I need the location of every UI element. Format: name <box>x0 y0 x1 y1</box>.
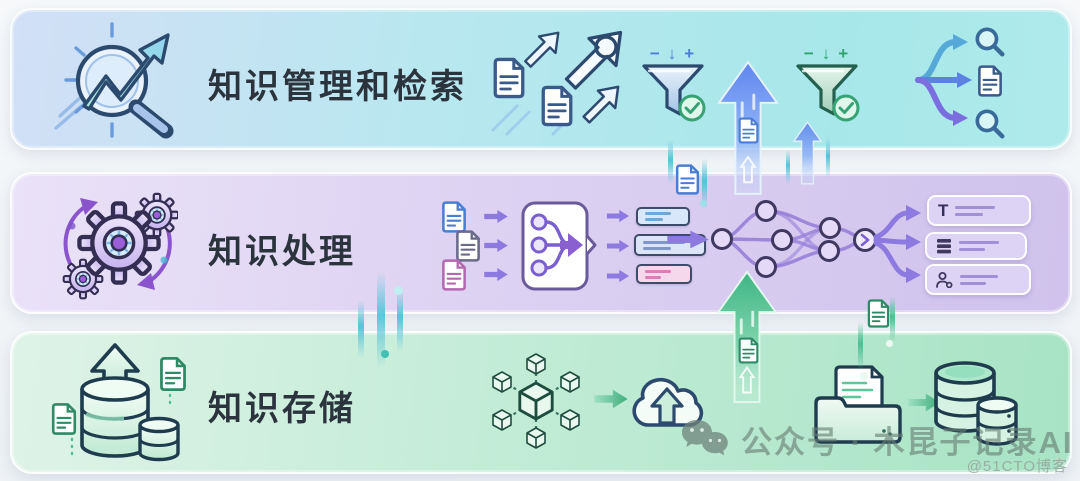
document-icon <box>866 298 891 329</box>
small-database-cylinder <box>138 416 180 462</box>
band-knowledge-storage: 知识存储 <box>10 331 1072 474</box>
filter-plus: + <box>838 44 849 63</box>
graph-output-node <box>853 228 877 252</box>
database-cylinder <box>80 376 150 458</box>
flow-arrow-icon <box>604 238 632 254</box>
chunk-card-pink <box>636 264 692 284</box>
person-icon <box>936 271 953 288</box>
small-db <box>976 396 1018 446</box>
gears-processing-icon <box>62 192 178 300</box>
up-arrow-blue-small-icon <box>793 112 822 194</box>
check-badge-icon <box>678 94 706 122</box>
database-cluster-icon <box>934 361 1018 446</box>
up-arrow-blue-large-icon <box>717 54 779 202</box>
band-title-retrieval: 知识管理和检索 <box>208 68 467 106</box>
document-icon <box>737 336 760 365</box>
watermark: 公众号 · 木昆子记录AI <box>681 417 1074 462</box>
flow-arrow-icon <box>604 208 632 224</box>
document-icon <box>543 87 571 124</box>
filter-controls-blue: −↓ + <box>640 45 704 62</box>
watermark-account: 公众号 · 木昆子记录AI <box>741 425 1074 460</box>
entity-card-text: T <box>927 195 1031 226</box>
folder-documents-icon <box>814 365 902 444</box>
check-badge-icon <box>832 94 860 122</box>
band-knowledge-retrieval: 知识管理和检索 −↓+ <box>10 8 1072 150</box>
search-result-icon <box>977 29 1002 54</box>
document-icon <box>979 67 1000 96</box>
filter-controls-green: −↓ + <box>794 45 858 62</box>
filter-minus: − <box>803 44 814 63</box>
document-icon <box>495 59 523 96</box>
flow-arrow-icon <box>480 208 512 225</box>
up-arrow-green-icon <box>716 270 778 404</box>
document-icon <box>161 358 184 389</box>
branch-retrieval-icon <box>874 20 1024 140</box>
chunk-card-wide <box>634 234 706 256</box>
filter-funnel-green-icon <box>796 64 860 122</box>
input-document-icon <box>440 258 468 292</box>
up-arrow-search-icon <box>564 30 623 90</box>
entity-card-person <box>925 264 1031 295</box>
filter-minus: − <box>649 44 660 63</box>
filter-down-arrow-icon: ↓ <box>821 44 831 63</box>
document-icon <box>53 404 75 433</box>
flow-arrow-icon <box>480 266 512 283</box>
entity-card-structure <box>925 232 1027 260</box>
up-arrow-icon <box>524 31 560 68</box>
filter-funnel-blue-icon <box>642 64 706 122</box>
filter-plus: + <box>684 44 695 63</box>
wechat-icon <box>682 419 728 455</box>
search-result-icon <box>977 111 1002 136</box>
document-icon <box>674 163 701 196</box>
document-sheet <box>834 365 884 415</box>
search-trend-icon <box>54 22 174 139</box>
flow-arrow-icon <box>604 268 632 284</box>
text-entity-glyph: T <box>938 201 949 220</box>
merge-processor-icon <box>521 201 597 291</box>
docs-up-arrows-icon <box>491 30 623 136</box>
band-knowledge-processing: 知识处理 <box>10 172 1072 314</box>
up-arrow-icon <box>582 85 620 124</box>
cube-network-icon <box>488 353 584 449</box>
document-icon <box>737 116 760 145</box>
chunk-card-blue <box>636 207 690 226</box>
band-title-processing: 知识处理 <box>208 233 356 271</box>
flow-arrow-icon <box>480 237 512 254</box>
database-upload-icon <box>48 343 188 462</box>
watermark-site-badge: @51CTO博客 <box>966 458 1068 475</box>
large-gear-icon <box>79 203 158 282</box>
band-title-storage: 知识存储 <box>208 390 356 428</box>
filter-down-arrow-icon: ↓ <box>667 44 677 63</box>
cloud-upload-icon <box>632 377 704 427</box>
layers-icon <box>937 238 951 253</box>
